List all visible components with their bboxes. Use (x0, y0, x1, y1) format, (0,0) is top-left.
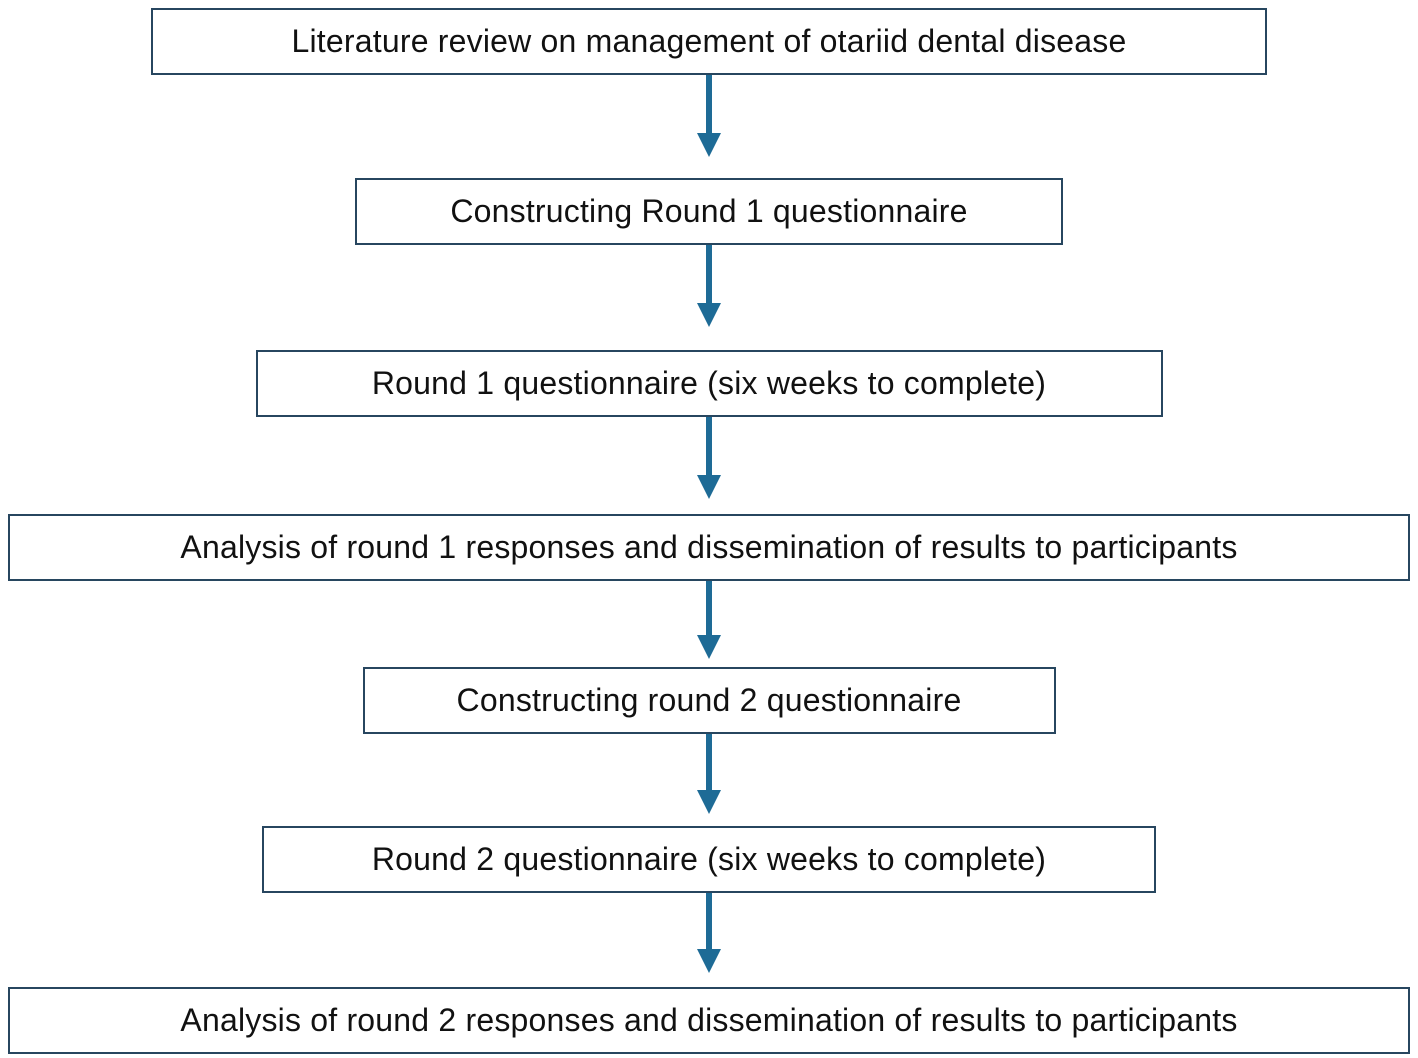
connector-1 (694, 75, 724, 178)
stage-box-round-2-questionnaire: Round 2 questionnaire (six weeks to comp… (262, 826, 1156, 893)
stage-box-analysis-round-1: Analysis of round 1 responses and dissem… (8, 514, 1410, 581)
connector-5 (694, 734, 724, 826)
connector-2 (694, 245, 724, 350)
stage-box-literature-review: Literature review on management of otari… (151, 8, 1267, 75)
connector-6 (694, 893, 724, 987)
down-arrow-icon (697, 893, 721, 973)
down-arrow-icon (697, 245, 721, 327)
stage-box-constructing-round-1: Constructing Round 1 questionnaire (355, 178, 1063, 245)
stage-box-round-1-questionnaire: Round 1 questionnaire (six weeks to comp… (255, 350, 1163, 417)
down-arrow-icon (697, 75, 721, 157)
stage-box-constructing-round-2: Constructing round 2 questionnaire (362, 667, 1056, 734)
down-arrow-icon (697, 417, 721, 499)
stage-box-analysis-round-2: Analysis of round 2 responses and dissem… (8, 987, 1410, 1054)
connector-3 (694, 417, 724, 514)
connector-4 (694, 581, 724, 667)
down-arrow-icon (697, 734, 721, 814)
down-arrow-icon (697, 581, 721, 659)
